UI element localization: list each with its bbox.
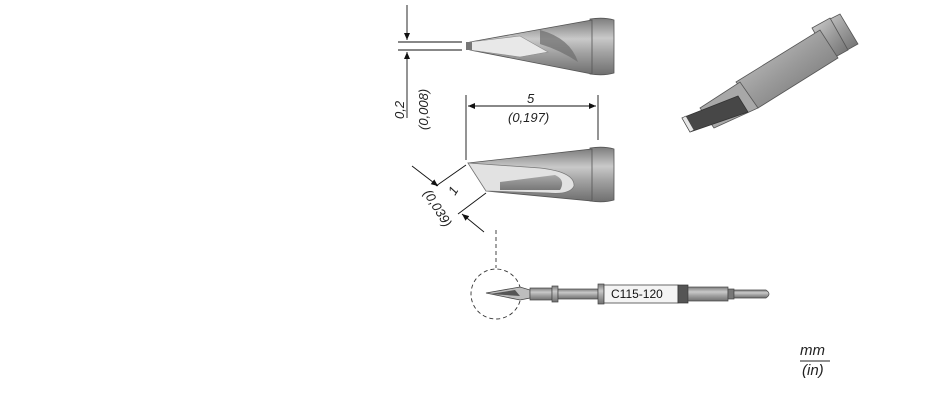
blade-width-mm: 1 — [445, 184, 462, 198]
blade-length-dimension: 5 (0,197) — [465, 91, 599, 160]
tip-thickness-in: (0,008) — [416, 89, 431, 130]
units-imperial: (in) — [802, 362, 824, 379]
blade-length-mm: 5 — [527, 91, 535, 106]
tip-thickness-mm: 0,2 — [392, 100, 407, 119]
units-legend: mm (in) — [800, 342, 830, 379]
isometric-view — [681, 13, 859, 133]
full-tip-view: C115-120 — [470, 268, 770, 320]
blade-length-in: (0,197) — [508, 110, 549, 125]
part-number-label: C115-120 — [611, 287, 663, 301]
tip-thickness-dimension: 0,2 (0,008) — [392, 5, 462, 130]
blade-width-dimension: 1 (0,039) — [411, 164, 487, 233]
top-view-tip — [466, 17, 615, 76]
units-metric: mm — [800, 342, 825, 359]
side-view-tip — [467, 146, 615, 203]
